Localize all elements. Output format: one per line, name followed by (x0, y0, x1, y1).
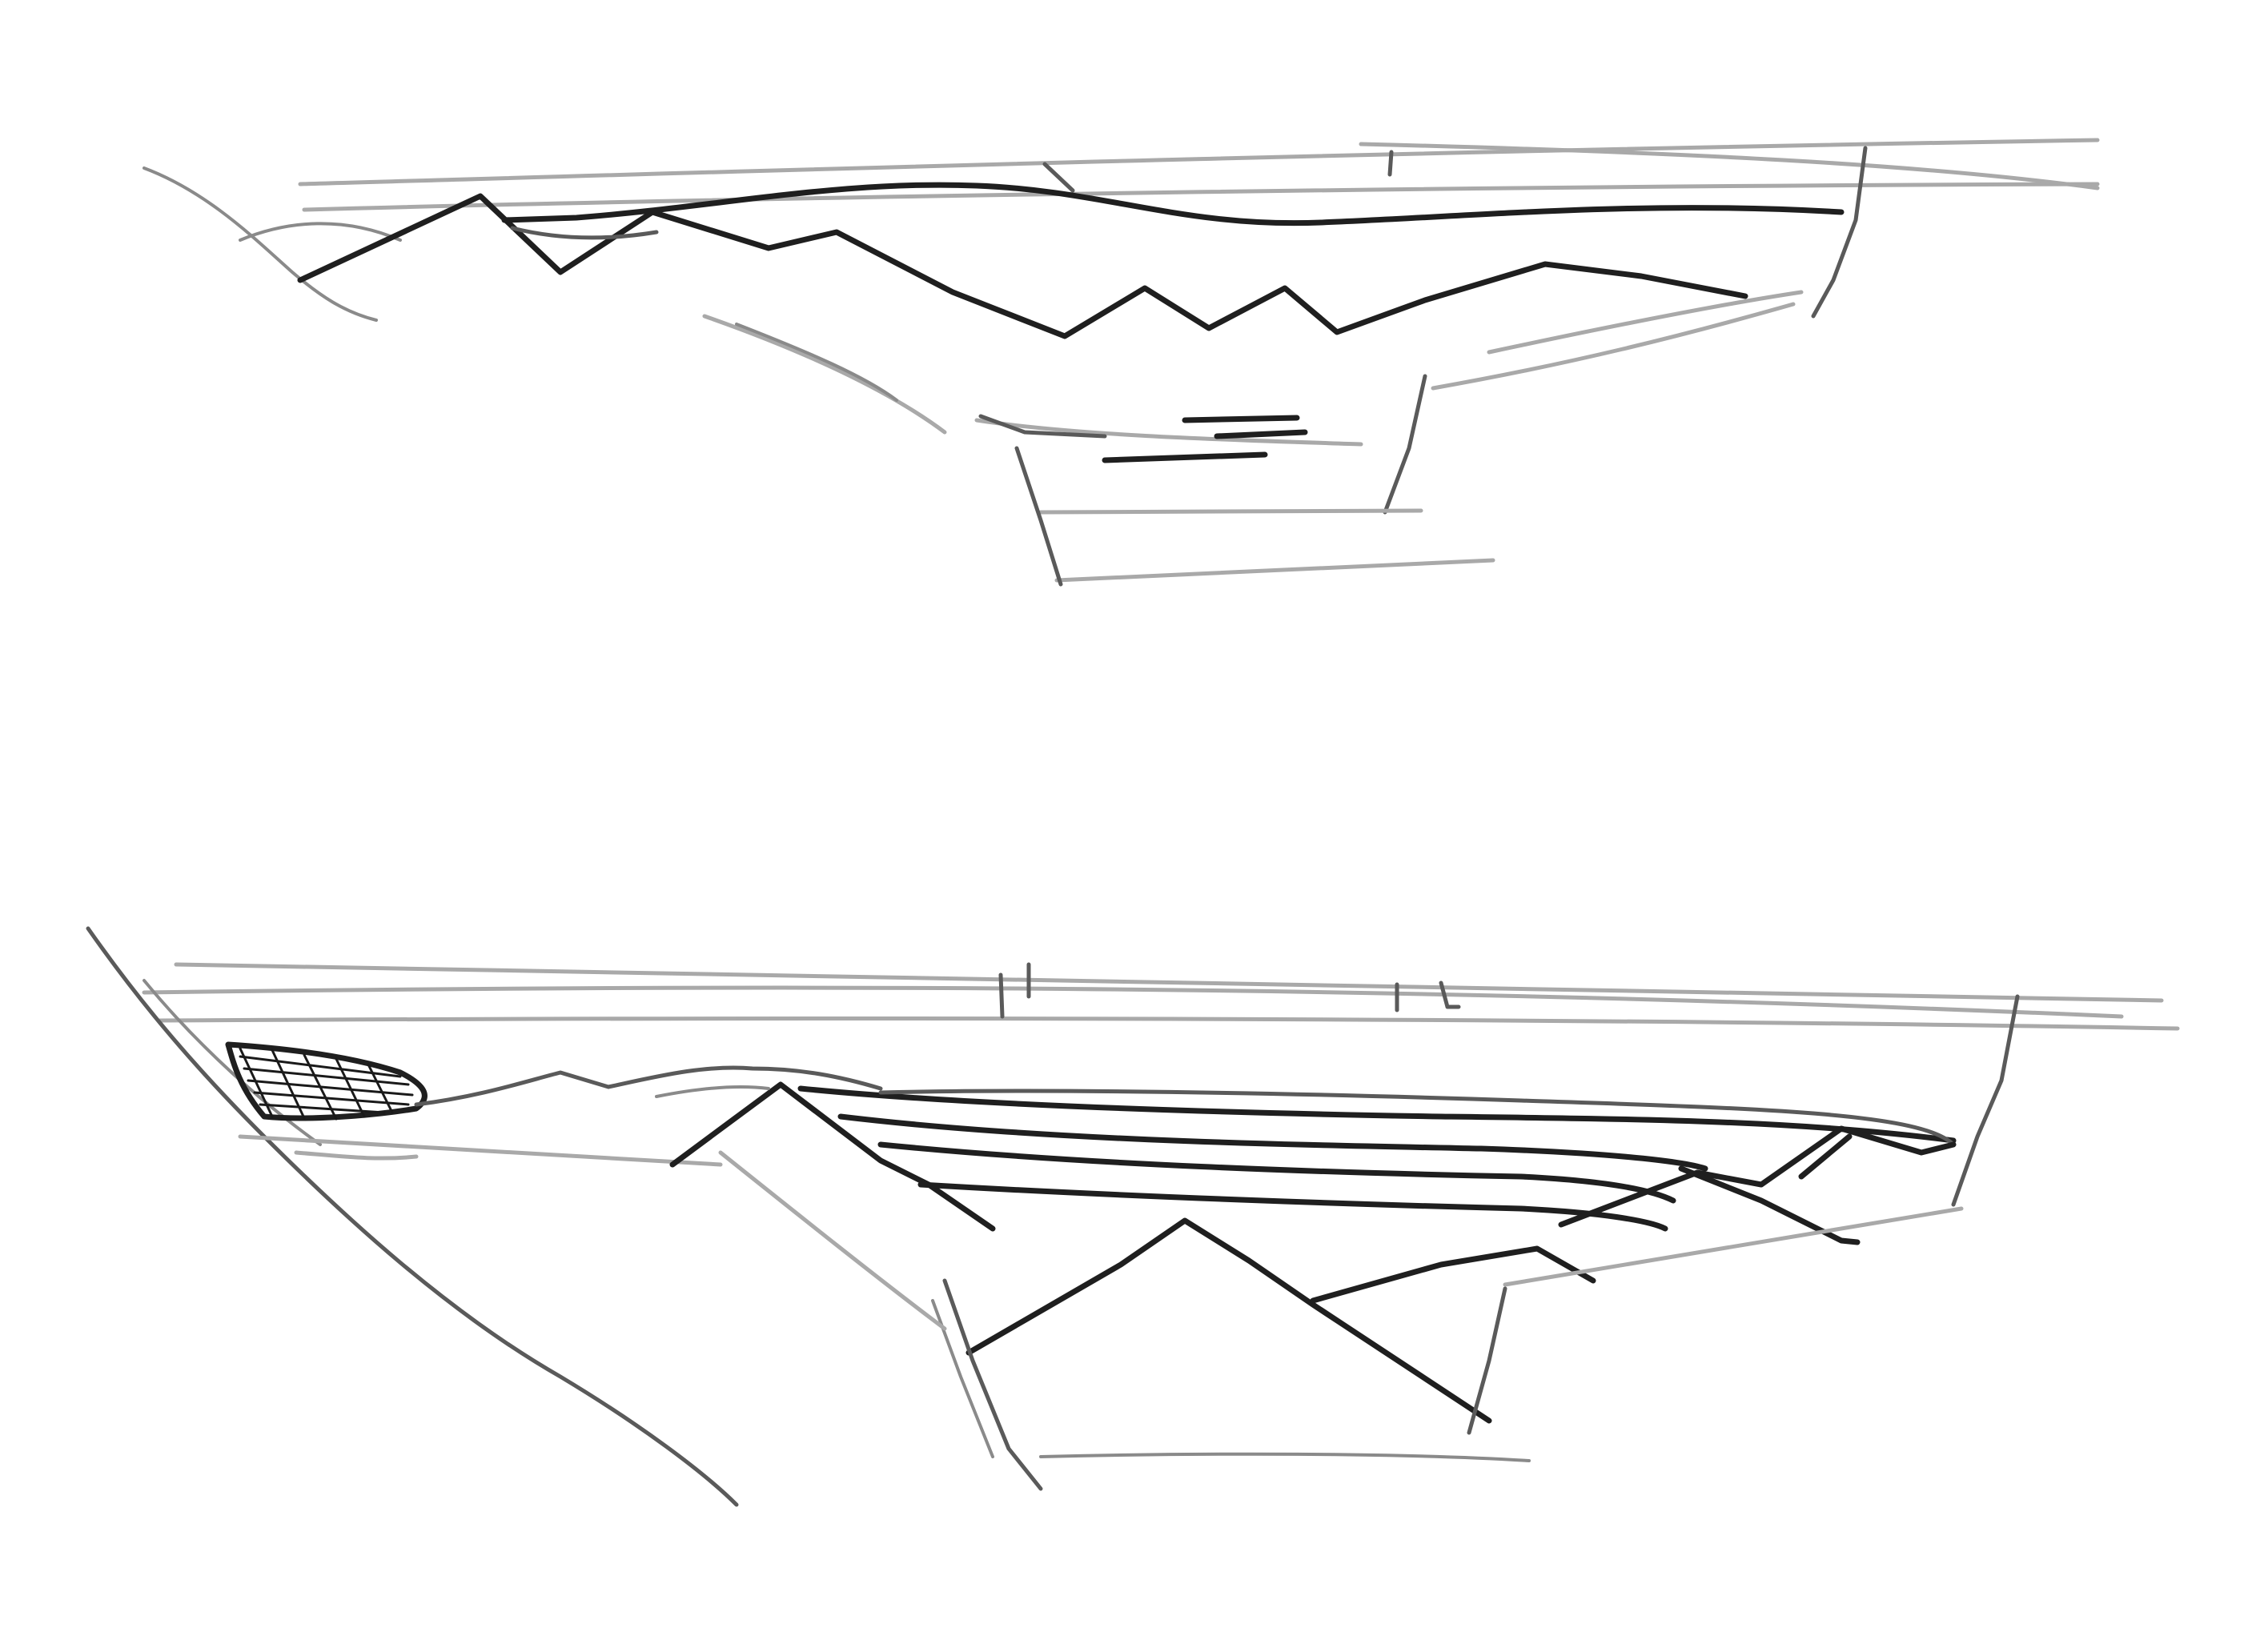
upper-stage-stroke-3 (1102, 451, 1268, 463)
upper-stage-line-5 (1054, 558, 1495, 583)
upper-ridge-line (297, 193, 1748, 339)
upper-left-curve (239, 222, 402, 242)
upper-stage-right-edge (1431, 302, 1796, 391)
lower-back-floor (238, 1134, 723, 1167)
upper-stage-shelf-1 (974, 418, 1363, 447)
upper-curve-echo (510, 226, 659, 240)
lower-stage-floor (1039, 1452, 1531, 1462)
lower-mark-4 (1439, 980, 1461, 1009)
upper-right-wall (1811, 146, 1868, 319)
lower-flow-line-3 (877, 1141, 1676, 1204)
upper-curve-line (501, 182, 1845, 227)
upper-left-slope (143, 166, 378, 322)
lower-peak-hatch (655, 1085, 770, 1098)
lower-floor-left (294, 1150, 419, 1161)
upper-stage-left-wall (1014, 446, 1063, 587)
lower-right-ridge (1558, 1125, 1957, 1228)
lower-right-wall (1951, 994, 2020, 1207)
lower-flow-line-5 (878, 1089, 1956, 1147)
lower-horizon-line-2 (142, 985, 2124, 1019)
upper-horizon-line-1 (298, 138, 2100, 186)
upper-stage-right-wall (1383, 374, 1427, 515)
upper-stage-line-4 (1038, 508, 1423, 515)
lower-left-slope-2 (143, 979, 322, 1146)
upper-tick-1 (1042, 162, 1075, 193)
lower-right-ridge-3 (1798, 1133, 1853, 1180)
lower-main-peak (669, 1081, 996, 1232)
lower-flow-line-1 (797, 1085, 1957, 1144)
lower-back-ridge (414, 1065, 883, 1107)
lower-horizon-line-1 (174, 962, 2164, 1003)
lower-hatching (239, 1047, 414, 1121)
upper-sketch (143, 138, 2100, 587)
upper-stage-left-edge-2 (735, 323, 898, 402)
lower-mark-1 (998, 972, 1005, 1019)
upper-horizon-line-3 (1359, 142, 2100, 190)
upper-stage-shelf-2 (978, 414, 1107, 439)
lower-left-slope (86, 926, 739, 1507)
upper-stage-stroke-1 (1182, 415, 1300, 423)
upper-right-floor (1487, 290, 1804, 355)
lower-stage-inner-slope (718, 1150, 947, 1331)
lower-center-peak-right (1310, 1245, 1596, 1304)
lower-right-floor (1503, 1206, 1964, 1287)
lower-stage-left-wall (942, 1278, 1043, 1491)
lower-right-ridge-2 (1678, 1165, 1861, 1245)
upper-horizon-line-2 (302, 182, 2100, 212)
upper-tick-2 (1387, 150, 1394, 177)
lower-stage-right-wall (1467, 1286, 1507, 1435)
lower-center-peak (965, 1217, 1492, 1424)
lower-sketch (86, 926, 2180, 1507)
lower-flow-line-2 (837, 1113, 1708, 1172)
lower-horizon-line-3 (158, 1016, 2180, 1031)
upper-stage-stroke-2 (1214, 429, 1308, 439)
lower-flow-line-4 (917, 1181, 1668, 1232)
lower-hatched-outline (225, 1041, 428, 1121)
upper-stage-left-edge (702, 314, 947, 435)
